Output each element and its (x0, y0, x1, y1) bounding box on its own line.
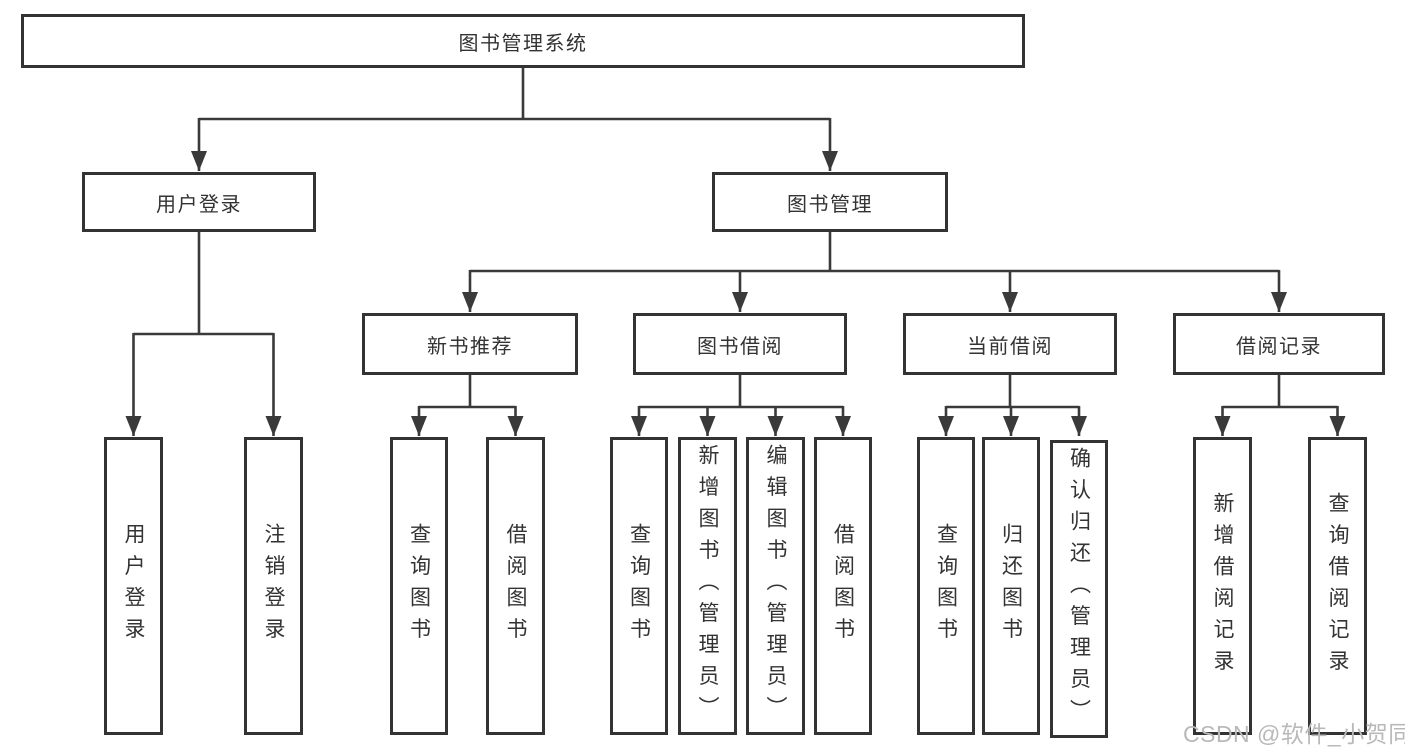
node-label: 当前借阅 (967, 335, 1053, 358)
node-label: 新增借阅记录 (1211, 491, 1234, 681)
node-leaf-current-confirm-return-admin: 确认归还（管理员） (1050, 440, 1108, 738)
node-label: 借阅图书 (504, 523, 527, 649)
node-leaf-newbook-query-book: 查询图书 (390, 437, 448, 735)
node-leaf-records-add-record: 新增借阅记录 (1193, 437, 1252, 735)
node-book-management: 图书管理 (712, 172, 948, 232)
node-leaf-newbook-borrow-book: 借阅图书 (486, 437, 545, 735)
node-label: 归还图书 (999, 523, 1023, 649)
node-leaf-borrow-add-book-admin: 新增图书（管理员） (678, 437, 737, 735)
node-label: 查询图书 (934, 523, 958, 649)
node-label: 注销登录 (262, 523, 285, 649)
node-book-borrowing: 图书借阅 (633, 313, 847, 375)
node-leaf-user-login: 用户登录 (104, 437, 163, 735)
node-borrowing-records: 借阅记录 (1173, 313, 1385, 375)
node-leaf-borrow-borrow-book: 借阅图书 (814, 437, 872, 735)
csdn-watermark: CSDN @软件_小贺同学 (1183, 721, 1405, 747)
node-label: 用户登录 (122, 523, 145, 649)
node-leaf-logout: 注销登录 (244, 437, 303, 735)
node-label: 确认归还（管理员） (1067, 447, 1091, 731)
node-leaf-current-query-book: 查询图书 (917, 437, 975, 735)
node-label: 图书借阅 (697, 335, 783, 358)
node-label: 新书推荐 (427, 335, 513, 358)
node-label: 查询借阅记录 (1326, 491, 1349, 681)
node-label: 图书管理系统 (458, 32, 588, 55)
node-label: 新增图书（管理员） (696, 444, 719, 728)
node-leaf-records-query-record: 查询借阅记录 (1308, 437, 1367, 735)
node-label: 用户登录 (156, 193, 242, 216)
node-leaf-current-return-book: 归还图书 (982, 437, 1040, 735)
node-label: 编辑图书（管理员） (764, 444, 787, 728)
node-label: 查询图书 (407, 523, 431, 649)
node-label: 借阅图书 (831, 523, 855, 649)
node-user-login: 用户登录 (82, 172, 316, 232)
node-new-book-recommendation: 新书推荐 (362, 313, 578, 375)
node-system-root: 图书管理系统 (21, 14, 1025, 68)
node-current-borrowing: 当前借阅 (903, 313, 1117, 375)
node-label: 图书管理 (787, 193, 873, 216)
node-leaf-borrow-query-book: 查询图书 (610, 437, 668, 735)
node-label: 查询图书 (627, 523, 651, 649)
node-leaf-borrow-edit-book-admin: 编辑图书（管理员） (746, 437, 805, 735)
node-label: 借阅记录 (1236, 335, 1322, 358)
